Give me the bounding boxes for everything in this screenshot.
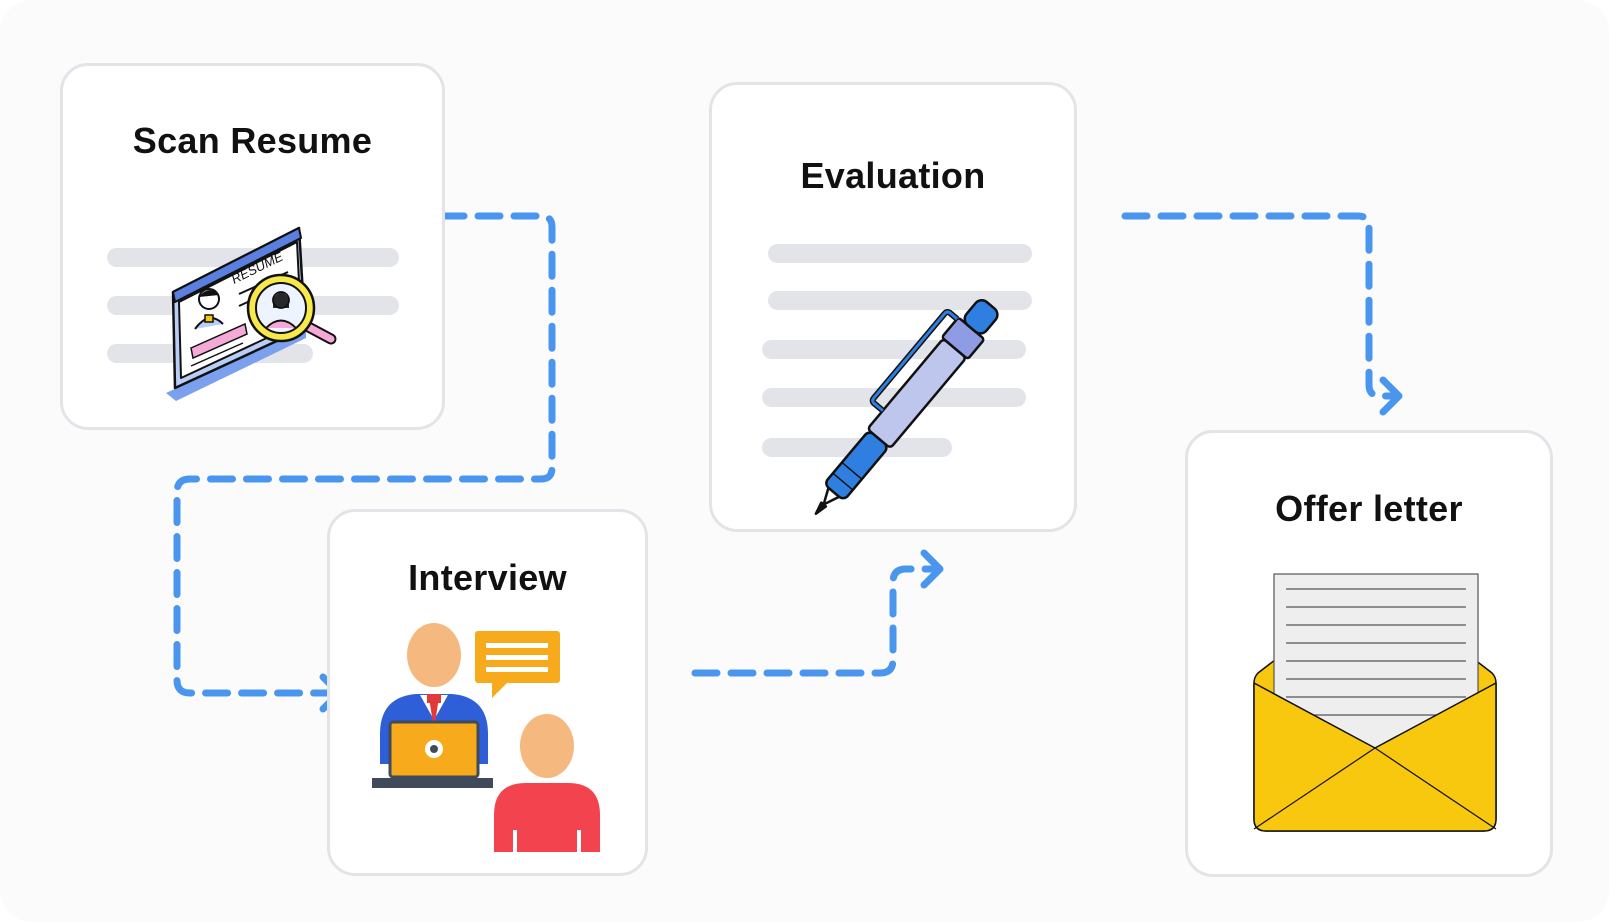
step-title-interview: Interview bbox=[408, 557, 567, 598]
connector-scan-to-interview bbox=[173, 212, 556, 697]
interviewer-icon bbox=[372, 623, 493, 788]
connector-evaluation-to-offer bbox=[1121, 212, 1399, 400]
step-card-offer-letter: Offer letter bbox=[1185, 430, 1553, 877]
resume-magnifier-icon: RESUME bbox=[107, 226, 399, 401]
arrowhead-offer bbox=[1379, 376, 1403, 416]
pen-document-icon bbox=[762, 244, 1032, 515]
step-card-evaluation: Evaluation bbox=[709, 82, 1077, 532]
step-title-evaluation: Evaluation bbox=[800, 155, 986, 196]
interviewee-icon bbox=[494, 714, 600, 852]
connector-interview-to-evaluation bbox=[691, 565, 940, 677]
step-title-offer-letter: Offer letter bbox=[1275, 488, 1463, 529]
envelope-letter-icon bbox=[1253, 573, 1497, 832]
step-card-interview: Interview bbox=[327, 509, 648, 876]
arrowhead-evaluation bbox=[920, 549, 944, 589]
pen-icon bbox=[814, 299, 999, 515]
interview-people-icon bbox=[372, 623, 600, 852]
speech-bubble-icon bbox=[475, 631, 560, 698]
step-card-scan-resume: Scan Resume RESUME bbox=[60, 63, 445, 430]
step-title-scan-resume: Scan Resume bbox=[132, 120, 373, 161]
